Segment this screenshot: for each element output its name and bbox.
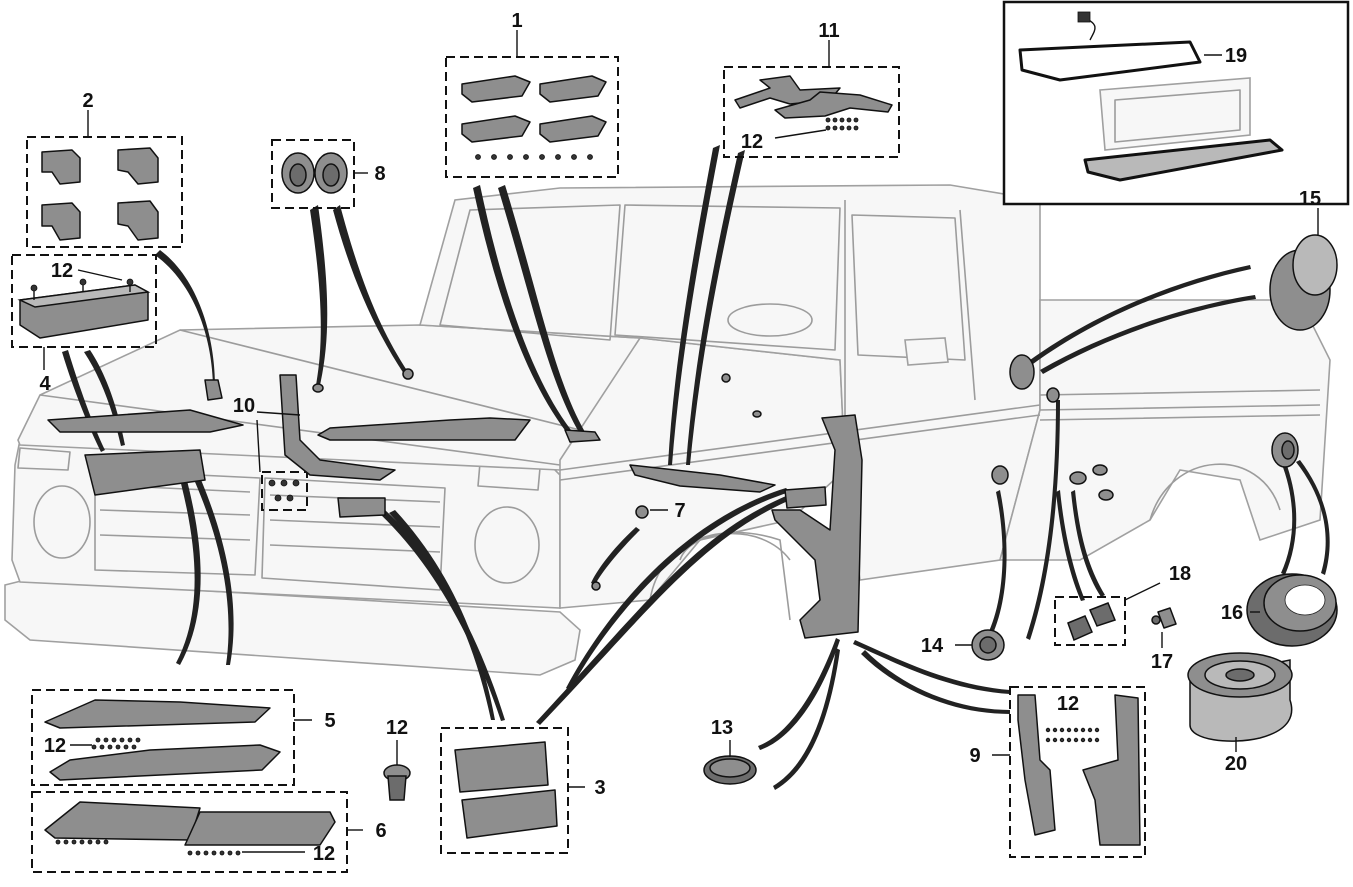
part-12-push-pin [383,764,411,801]
callout-12-kit4: 12 [51,260,73,282]
callout-14: 14 [921,635,944,657]
part-5-pads [44,699,281,781]
callout-2: 2 [82,90,93,112]
part-9-installed [771,414,863,639]
part-3-pads [454,741,558,839]
callout-labels: 1 2 11 12 8 19 15 12 4 10 7 18 16 14 17 … [39,10,1321,865]
kit-box-9 [1009,686,1146,858]
callout-12-kit6: 12 [313,843,335,865]
kit-box-2 [26,136,183,248]
callout-15: 15 [1299,188,1321,210]
part-1-pads [461,75,607,160]
callout-12-kit9: 12 [1057,693,1079,715]
leader-swooshes [62,85,1330,790]
part-13-plug [703,755,757,785]
callout-12-kit5: 12 [44,735,66,757]
part-16-seal [1246,432,1338,647]
part-3-installed [337,497,386,518]
kit-box-1 [445,56,619,178]
callout-13: 13 [711,717,733,739]
part-10-bracket [268,374,396,502]
kit-box-11 [723,66,900,158]
kit-box-4 [11,254,157,348]
hood-insulation-pads [47,379,776,493]
callout-8: 8 [374,163,385,185]
callout-4: 4 [39,373,51,395]
part-15-filler-grommet [1269,234,1338,331]
kit-box-5 [31,689,295,786]
callout-3: 3 [594,777,605,799]
part-6-pads [44,801,336,856]
callout-1: 1 [511,10,522,32]
kit-box-3 [440,727,569,854]
callout-7: 7 [674,500,685,522]
callout-6: 6 [375,820,386,842]
callout-16: 16 [1221,602,1243,624]
kit-box-18 [1054,596,1126,646]
callout-5: 5 [324,710,335,732]
callout-9: 9 [969,745,980,767]
callout-10: 10 [233,395,255,417]
cowl-pad-installed [784,486,827,509]
part-19-inset [1018,11,1284,182]
part-4-installed [84,449,206,496]
installed-grommets [312,354,1114,591]
callout-19: 19 [1225,45,1247,67]
part-9-seals [1017,694,1141,846]
part-17-stopper [1151,607,1177,629]
kit-box-6 [31,791,348,873]
callout-12-pin: 12 [386,717,408,739]
callout-12-kit11: 12 [741,131,763,153]
callout-18: 18 [1169,563,1191,585]
callout-20: 20 [1225,753,1247,775]
part-14-grommet [971,629,1005,661]
kit-box-10 [261,471,308,511]
part-2-clips [41,147,159,241]
callout-11: 11 [818,20,839,42]
part-8-grommets [281,152,348,194]
part-4-hood-strip [17,269,151,339]
callout-17: 17 [1151,651,1173,673]
part-11-cowl-seals [734,75,893,139]
part-20-tape-roll [1187,652,1293,742]
part-18-bumpers [1067,602,1116,642]
kit-box-8 [271,139,355,209]
callout-lines [43,30,1319,831]
